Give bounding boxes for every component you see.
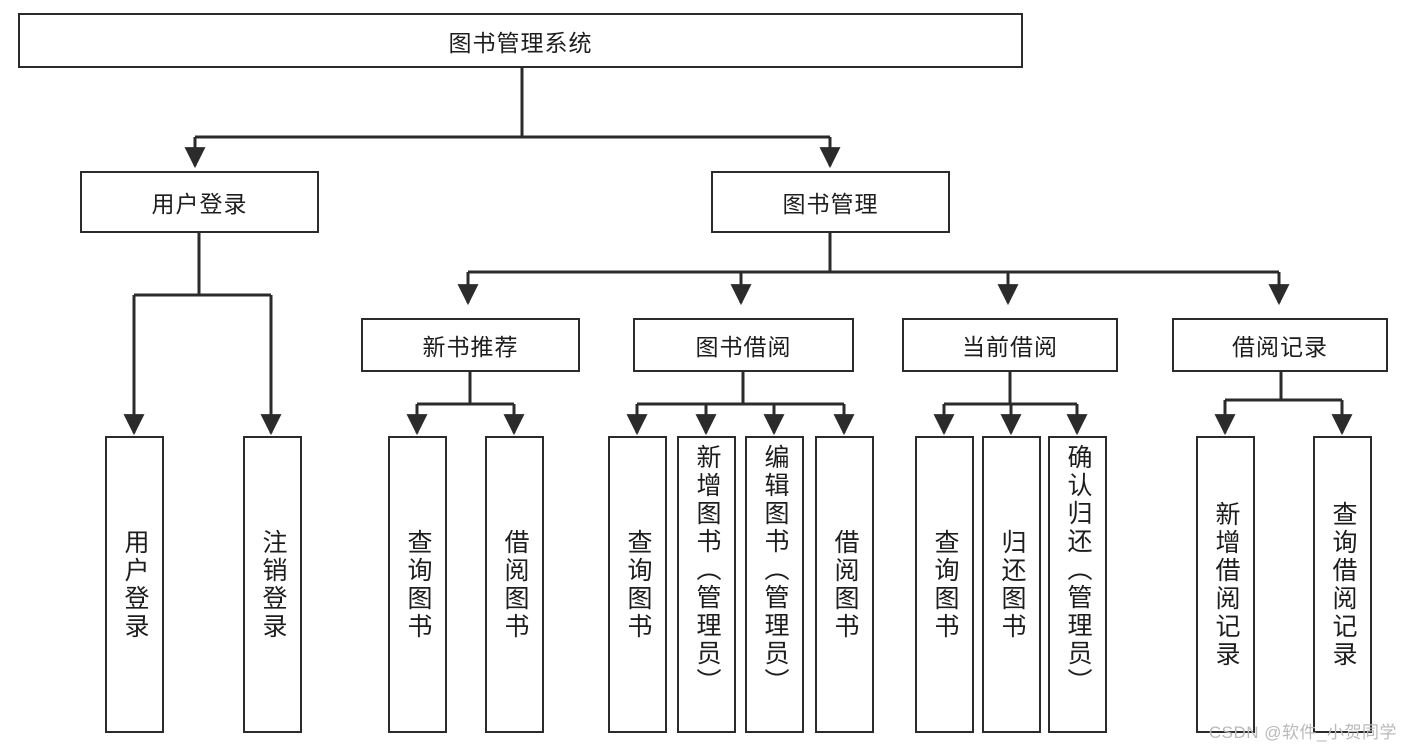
node-leaf-edit-book-label: 编辑图书（管理员） [761, 444, 789, 696]
node-leaf-confirm-return-label: 确认归还（管理员） [1064, 444, 1092, 696]
node-current-borrow-label: 当前借阅 [962, 334, 1058, 360]
node-leaf-borrow-book-2[interactable]: 借阅图书 [815, 436, 874, 733]
node-book-manage-label: 图书管理 [782, 191, 879, 217]
node-new-book-recommend[interactable]: 新书推荐 [361, 318, 580, 372]
node-book-borrow-label: 图书借阅 [695, 334, 792, 360]
node-leaf-return-book-label: 归还图书 [998, 528, 1026, 641]
node-leaf-query-record-label: 查询借阅记录 [1329, 500, 1357, 669]
node-leaf-edit-book[interactable]: 编辑图书（管理员） [745, 436, 804, 733]
node-leaf-confirm-return[interactable]: 确认归还（管理员） [1048, 436, 1107, 733]
node-leaf-user-login-label: 用户登录 [121, 528, 149, 641]
node-leaf-add-record[interactable]: 新增借阅记录 [1196, 436, 1255, 733]
node-leaf-logout-login[interactable]: 注销登录 [243, 436, 302, 733]
node-root[interactable]: 图书管理系统 [18, 13, 1023, 68]
node-leaf-return-book[interactable]: 归还图书 [982, 436, 1041, 733]
node-leaf-query-book-2[interactable]: 查询图书 [608, 436, 667, 733]
node-leaf-borrow-book-1[interactable]: 借阅图书 [485, 436, 544, 733]
node-leaf-user-login[interactable]: 用户登录 [105, 436, 164, 733]
node-leaf-query-book-1-label: 查询图书 [404, 528, 432, 641]
node-leaf-add-book-label: 新增图书（管理员） [693, 444, 721, 696]
node-leaf-query-book-1[interactable]: 查询图书 [388, 436, 447, 733]
node-borrow-record-label: 借阅记录 [1232, 334, 1328, 360]
node-new-book-recommend-label: 新书推荐 [422, 334, 519, 360]
node-leaf-borrow-book-1-label: 借阅图书 [501, 528, 529, 641]
node-leaf-query-book-3[interactable]: 查询图书 [915, 436, 974, 733]
node-root-label: 图书管理系统 [448, 29, 593, 56]
node-book-borrow[interactable]: 图书借阅 [633, 318, 854, 372]
node-leaf-logout-login-label: 注销登录 [259, 528, 287, 641]
node-leaf-query-book-3-label: 查询图书 [931, 528, 959, 641]
node-leaf-add-book[interactable]: 新增图书（管理员） [677, 436, 736, 733]
node-leaf-query-record[interactable]: 查询借阅记录 [1313, 436, 1372, 733]
node-book-manage[interactable]: 图书管理 [711, 171, 950, 233]
node-borrow-record[interactable]: 借阅记录 [1172, 318, 1388, 372]
node-leaf-add-record-label: 新增借阅记录 [1212, 500, 1240, 669]
node-current-borrow[interactable]: 当前借阅 [902, 318, 1118, 372]
node-leaf-borrow-book-2-label: 借阅图书 [831, 528, 859, 641]
node-user-login-label: 用户登录 [151, 191, 248, 217]
node-user-login[interactable]: 用户登录 [80, 171, 319, 233]
node-leaf-query-book-2-label: 查询图书 [624, 528, 652, 641]
